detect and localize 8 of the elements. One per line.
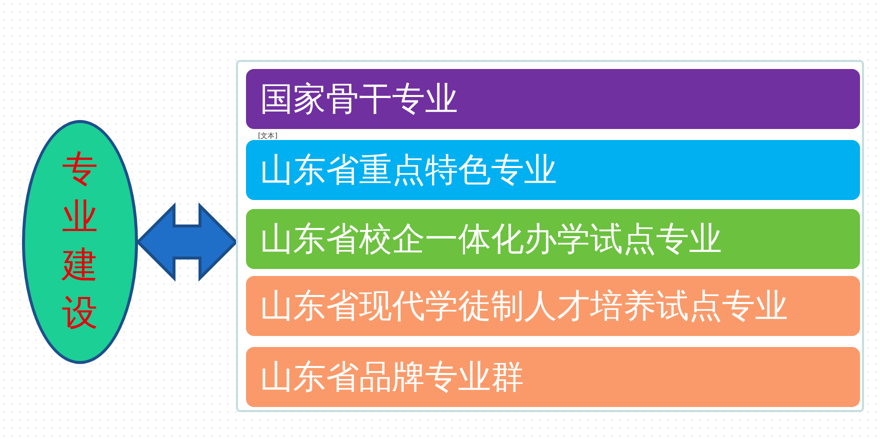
list-bar: 国家骨干专业 [246,69,860,129]
list-bar: 山东省品牌专业群 [246,347,860,407]
topic-ellipse: 专业建设 [22,120,138,364]
list-bar: 山东省现代学徒制人才培养试点专业 [246,276,860,336]
frame-box [236,60,864,412]
list-bar: 山东省重点特色专业 [246,140,860,200]
list-bar: 山东省校企一体化办学试点专业 [246,209,860,269]
double-block-arrow [136,202,238,282]
